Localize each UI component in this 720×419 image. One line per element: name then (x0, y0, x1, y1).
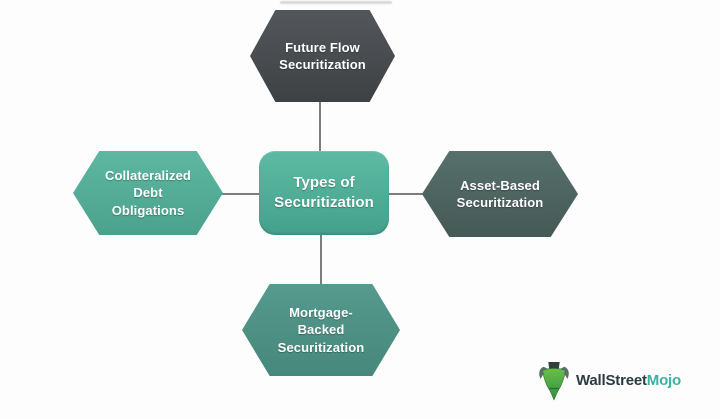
node-label: Collateralized Debt Obligations (105, 168, 191, 218)
node-label: Future Flow Securitization (279, 39, 366, 72)
bull-icon (539, 362, 569, 401)
node-types-of-securitization: Types of Securitization (259, 151, 389, 235)
node-collateralized-debt-obligations: Collateralized Debt Obligations (73, 151, 223, 235)
connector-bottom (320, 234, 322, 285)
node-label: Asset-Based Securitization (456, 177, 544, 210)
logo-text-accent: Mojo (646, 371, 681, 389)
connector-top (319, 102, 321, 151)
center-node-label: Types of Securitization (274, 174, 374, 211)
wallstreetmojo-logo[interactable]: WallStreetMojo (537, 359, 681, 401)
crop-artifact (280, 1, 392, 4)
node-future-flow-securitization: Future Flow Securitization (250, 10, 395, 102)
node-label: Mortgage- Backed Securitization (277, 305, 365, 355)
connector-left (222, 193, 260, 195)
logo-text: WallStreetMojo (576, 372, 681, 389)
node-asset-based-securitization: Asset-Based Securitization (422, 151, 578, 237)
connector-right (387, 193, 423, 195)
logo-text-primary: WallStreet (576, 371, 647, 389)
node-mortgage-backed-securitization: Mortgage- Backed Securitization (242, 284, 400, 376)
